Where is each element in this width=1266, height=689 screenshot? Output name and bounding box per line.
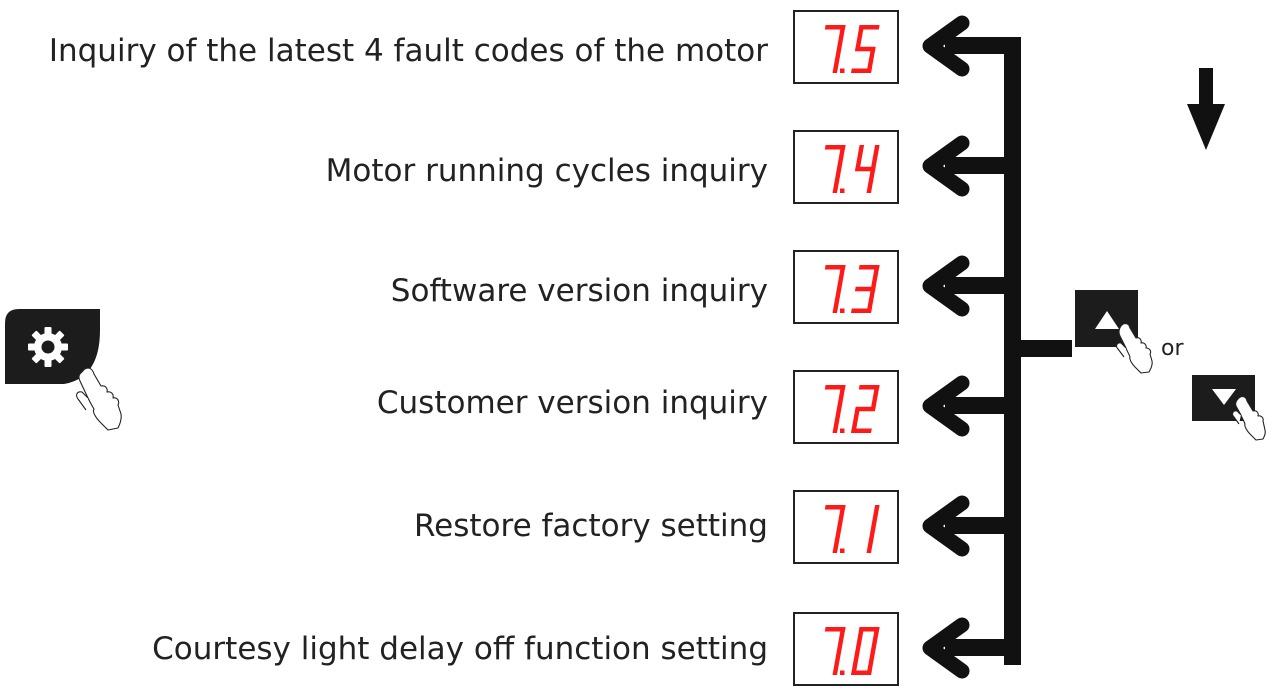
up-button[interactable] <box>1075 290 1153 374</box>
settings-button[interactable] <box>5 309 122 431</box>
seven-segment-digits <box>824 385 880 433</box>
digit-2-segment-b <box>870 145 880 169</box>
digit-1-segment-c <box>832 409 842 433</box>
digit-2-segment-c <box>866 529 876 553</box>
arrow-head-7-1 <box>922 495 970 557</box>
digit-2-segment-e <box>851 651 860 675</box>
digit-1-segment-b <box>836 385 846 409</box>
decimal-point <box>840 428 845 433</box>
digit-2-segment-f <box>855 145 865 169</box>
seven-segment-digits <box>824 25 880 73</box>
menu-label-7-0: Courtesy light delay off function settin… <box>152 631 768 667</box>
decimal-point <box>840 670 845 675</box>
digit-1-segment-a <box>824 145 846 150</box>
digit-2-segment-a <box>858 25 880 30</box>
triangle-up-icon <box>1095 311 1119 329</box>
digit-2-segment-c <box>866 651 876 675</box>
seven-segment-digits <box>824 505 880 553</box>
code-display-7-1 <box>793 490 899 564</box>
arrow-shaft-7-2 <box>945 397 1021 414</box>
arrow-shaft-7-4 <box>945 157 1021 174</box>
menu-label-7-1: Restore factory setting <box>414 508 768 544</box>
arrow-head-7-4 <box>922 135 970 197</box>
digit-1-segment-c <box>832 289 842 313</box>
digit-1-segment-a <box>824 265 846 270</box>
arrow-head-7-5 <box>922 15 970 77</box>
digit-2-segment-d <box>851 670 872 675</box>
digit-2-segment-b <box>870 505 880 529</box>
digit-1-segment-b <box>836 627 846 651</box>
menu-label-7-3: Software version inquiry <box>390 273 768 309</box>
code-display-7-4 <box>793 130 899 204</box>
digit-2-segment-f <box>855 627 865 651</box>
digit-1-segment-c <box>832 49 842 73</box>
digit-1-segment-c <box>832 651 842 675</box>
digit-1-segment-c <box>832 169 842 193</box>
menu-label-7-4: Motor running cycles inquiry <box>325 153 768 189</box>
arrow-shaft-7-0 <box>945 639 1021 656</box>
digit-2-segment-e <box>851 409 860 433</box>
pointing-hand-icon <box>76 367 122 431</box>
digit-2-segment-d <box>851 68 872 73</box>
digit-1-segment-c <box>832 529 842 553</box>
arrow-head-7-0 <box>922 617 970 679</box>
digit-2-segment-g <box>854 46 876 52</box>
decimal-point <box>840 548 845 553</box>
digit-2-segment-g <box>854 166 876 172</box>
code-display-7-3 <box>793 250 899 324</box>
pointing-hand-icon <box>1116 323 1153 374</box>
arrow-down-icon <box>1187 68 1225 150</box>
or-label: or <box>1161 336 1184 361</box>
digit-2-segment-d <box>851 428 872 433</box>
down-button[interactable] <box>1192 375 1266 441</box>
menu-label-7-5: Inquiry of the latest 4 fault codes of t… <box>48 33 768 69</box>
digit-1-segment-b <box>836 265 846 289</box>
seven-segment-digits <box>824 627 880 675</box>
decimal-point <box>840 188 845 193</box>
digit-2-segment-a <box>858 385 880 390</box>
digit-2-segment-c <box>866 169 876 193</box>
digit-2-segment-d <box>851 308 872 313</box>
digit-2-segment-b <box>870 627 880 651</box>
arrow-head-7-2 <box>922 375 970 437</box>
digit-2-segment-a <box>858 627 880 632</box>
menu-label-7-2: Customer version inquiry <box>376 385 768 421</box>
digit-1-segment-b <box>836 145 846 169</box>
digit-2-segment-a <box>858 265 880 270</box>
connector-line <box>1004 340 1072 357</box>
seven-segment-digits <box>824 145 880 193</box>
digit-2-segment-b <box>870 385 880 409</box>
digit-2-segment-g <box>854 406 876 412</box>
digit-1-segment-a <box>824 385 846 390</box>
code-display-7-0 <box>793 612 899 686</box>
digit-1-segment-b <box>836 25 846 49</box>
gear-icon <box>28 327 68 367</box>
digit-1-segment-a <box>824 505 846 510</box>
decimal-point <box>840 308 845 313</box>
digit-1-segment-a <box>824 627 846 632</box>
arrow-shaft-7-5 <box>945 37 1021 54</box>
digit-2-segment-c <box>866 289 876 313</box>
code-display-7-2 <box>793 370 899 444</box>
arrow-head-7-3 <box>922 255 970 317</box>
code-display-7-5 <box>793 10 899 84</box>
digit-2-segment-b <box>870 265 880 289</box>
digit-1-segment-b <box>836 505 846 529</box>
triangle-down-icon <box>1212 389 1236 405</box>
digit-2-segment-g <box>854 286 876 292</box>
digit-2-segment-f <box>855 25 865 49</box>
arrow-shaft-7-1 <box>945 517 1021 534</box>
decimal-point <box>840 68 845 73</box>
digit-1-segment-a <box>824 25 846 30</box>
seven-segment-digits <box>824 265 880 313</box>
digit-2-segment-c <box>866 49 876 73</box>
pointing-hand-icon <box>1232 396 1266 441</box>
arrow-shaft-7-3 <box>945 277 1021 294</box>
